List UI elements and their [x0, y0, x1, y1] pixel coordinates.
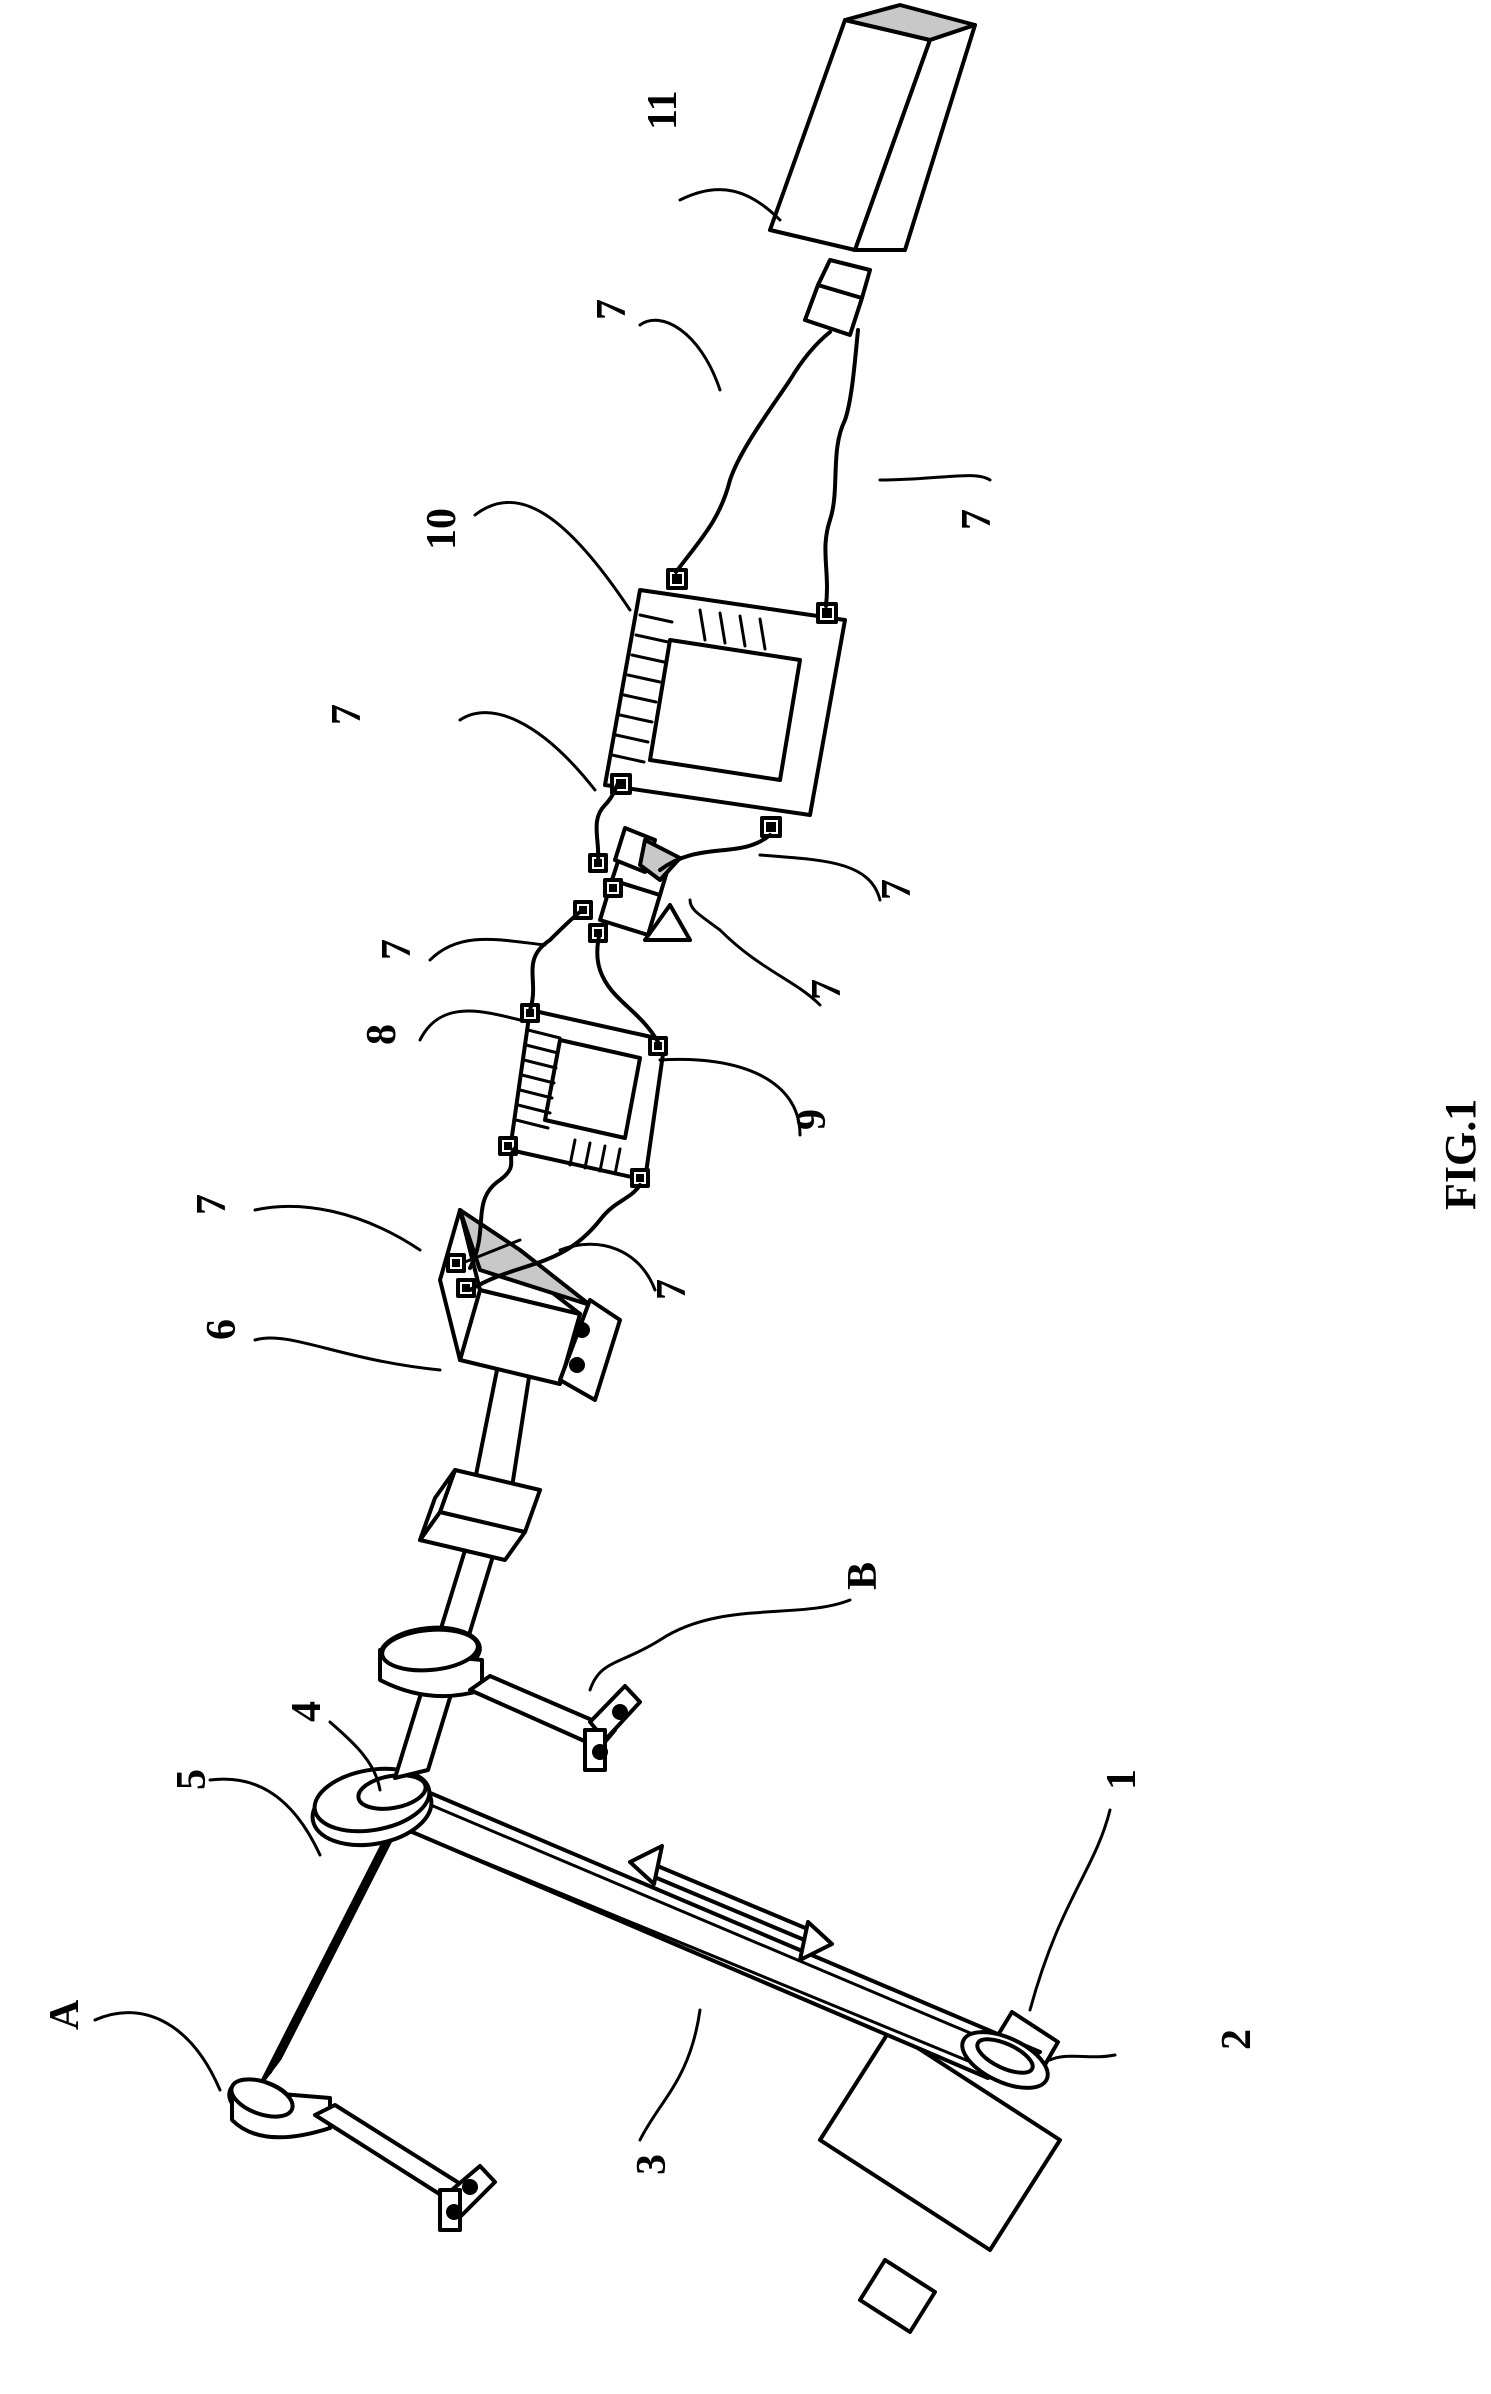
- main-shaft-5: [262, 1812, 405, 2082]
- belt-3: [342, 1778, 1056, 2099]
- component-9: [575, 828, 690, 941]
- label-7-f: 7: [324, 704, 370, 725]
- label-7-g: 7: [589, 299, 635, 320]
- bearing-a: [223, 2072, 495, 2230]
- label-7-e: 7: [874, 879, 920, 900]
- figure-caption: FIG.1: [1436, 1099, 1485, 1210]
- module-10: [605, 570, 845, 836]
- label-10: 10: [419, 508, 465, 550]
- label-5: 5: [169, 1769, 215, 1790]
- label-7-c: 7: [374, 939, 420, 960]
- label-7-h: 7: [954, 509, 1000, 530]
- label-7-d: 7: [804, 979, 850, 1000]
- label-b: B: [840, 1562, 886, 1590]
- label-1: 1: [1099, 1769, 1145, 1790]
- coupling: [420, 1470, 540, 1560]
- load-11: [770, 5, 975, 335]
- label-8: 8: [359, 1024, 405, 1045]
- label-3: 3: [629, 2154, 675, 2175]
- label-4: 4: [284, 1701, 330, 1722]
- label-9: 9: [789, 1109, 835, 1130]
- label-11: 11: [640, 90, 686, 130]
- label-7-b: 7: [189, 1194, 235, 1215]
- label-6: 6: [199, 1319, 245, 1340]
- module-8: [500, 1005, 666, 1186]
- label-7-a: 7: [649, 1279, 695, 1300]
- label-a: A: [42, 1999, 88, 2030]
- generator-6: [440, 1210, 620, 1400]
- label-2: 2: [1214, 2029, 1260, 2050]
